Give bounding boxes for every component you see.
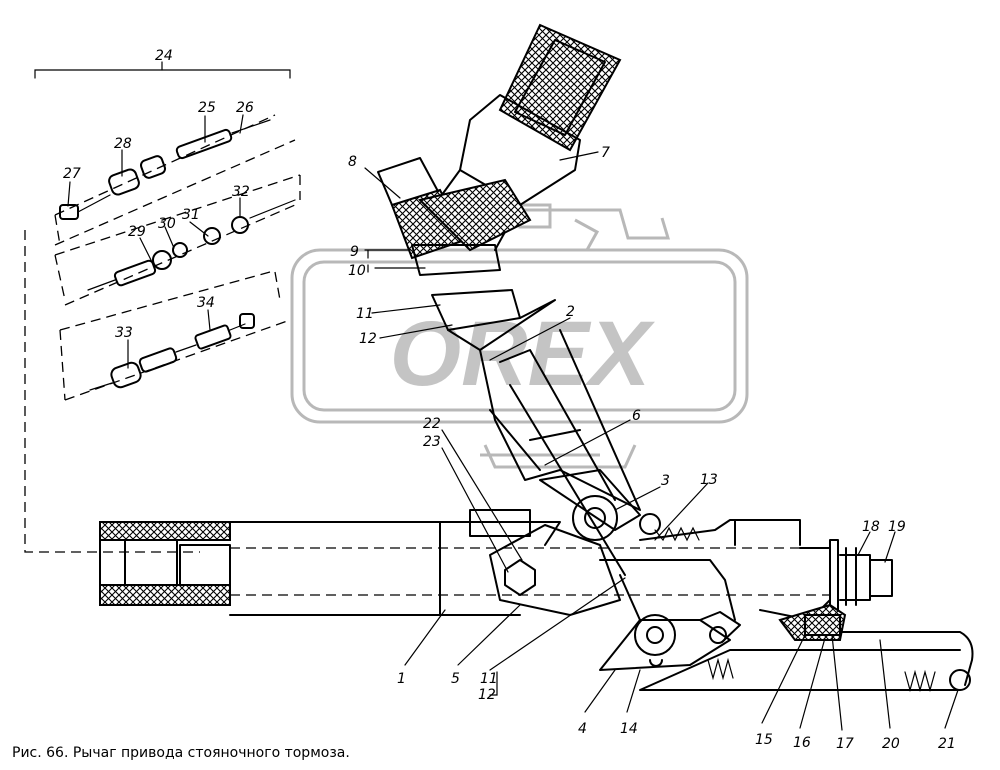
callout-14: 14 bbox=[620, 721, 638, 737]
callout-7: 7 bbox=[601, 145, 610, 161]
callout-12b: 12 bbox=[478, 687, 496, 703]
cable-assembly-detail bbox=[24, 61, 301, 553]
pawl-and-rod bbox=[599, 526, 974, 693]
callout-16: 16 bbox=[793, 735, 811, 751]
callout-34: 34 bbox=[197, 295, 215, 311]
callout-28: 28 bbox=[114, 136, 132, 152]
callout-22: 22 bbox=[423, 416, 441, 432]
callout-19: 19 bbox=[888, 519, 906, 535]
callout-31: 31 bbox=[182, 207, 200, 223]
callout-4: 4 bbox=[578, 721, 587, 737]
callout-3: 3 bbox=[661, 473, 670, 489]
leader-lines bbox=[67, 114, 959, 731]
callout-33: 33 bbox=[115, 325, 133, 341]
callout-labels: 24 27 28 25 26 29 30 31 32 33 34 8 7 9 1… bbox=[63, 48, 956, 752]
lever-handle bbox=[377, 23, 622, 260]
callout-24: 24 bbox=[155, 48, 173, 64]
callout-23: 23 bbox=[423, 434, 441, 450]
callout-20: 20 bbox=[882, 736, 900, 752]
callout-27: 27 bbox=[63, 166, 81, 182]
callout-5: 5 bbox=[451, 671, 460, 687]
callout-6: 6 bbox=[632, 408, 641, 424]
callout-2: 2 bbox=[566, 304, 575, 320]
callout-25: 25 bbox=[198, 100, 216, 116]
callout-21: 21 bbox=[938, 736, 956, 752]
callout-17: 17 bbox=[836, 736, 854, 752]
callout-13: 13 bbox=[700, 472, 718, 488]
callout-26: 26 bbox=[236, 100, 254, 116]
lever-housing bbox=[99, 509, 893, 621]
callout-8: 8 bbox=[348, 154, 357, 170]
callout-29: 29 bbox=[128, 224, 146, 240]
callout-11b: 11 bbox=[480, 671, 498, 687]
callout-9: 9 bbox=[350, 244, 359, 260]
callout-15: 15 bbox=[755, 732, 773, 748]
callout-30: 30 bbox=[158, 216, 176, 232]
callout-18: 18 bbox=[862, 519, 880, 535]
callout-12: 12 bbox=[359, 331, 377, 347]
lever-arm bbox=[411, 244, 661, 576]
callout-10: 10 bbox=[348, 263, 366, 279]
callout-32: 32 bbox=[232, 184, 250, 200]
callout-11: 11 bbox=[356, 306, 374, 322]
callout-1: 1 bbox=[397, 671, 406, 687]
figure-caption: Рис. 66. Рычаг привода стояночного тормо… bbox=[12, 745, 350, 761]
